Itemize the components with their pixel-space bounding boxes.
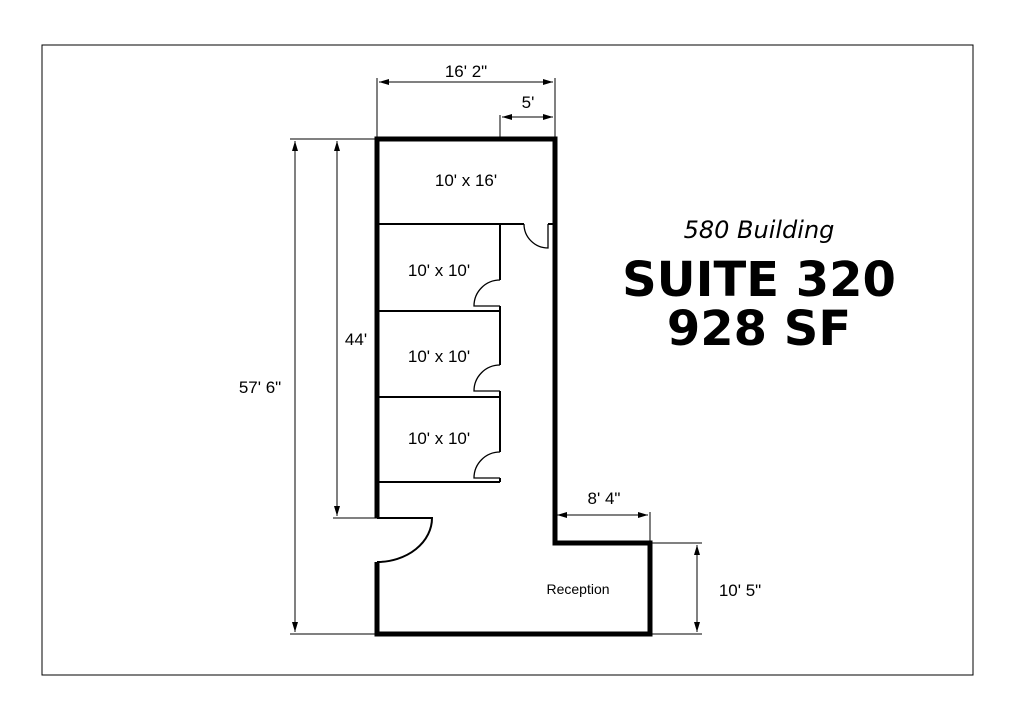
interior-walls — [377, 223, 555, 483]
dim-top-offset: 5' — [522, 93, 535, 112]
exterior-walls — [374, 136, 653, 637]
building-name: 580 Building — [684, 216, 835, 244]
dim-reception-height: 10' 5" — [719, 581, 761, 600]
dim-total-height: 57' 6" — [239, 378, 281, 397]
page-frame — [41, 44, 974, 676]
doors — [376, 223, 549, 563]
dim-reception-step: 8' 4" — [588, 489, 621, 508]
suite-number: SUITE 320 — [622, 252, 896, 308]
door-office-3 — [473, 364, 501, 392]
room-label: 10' x 10' — [408, 347, 470, 366]
room-label: 10' x 10' — [408, 429, 470, 448]
door-office-2 — [473, 279, 501, 307]
suite-area: 928 SF — [667, 301, 851, 357]
door-office-1 — [523, 223, 549, 249]
dim-top-width: 16' 2" — [445, 62, 487, 81]
room-label: 10' x 10' — [408, 261, 470, 280]
room-label: Reception — [546, 581, 609, 597]
entry-door — [376, 517, 434, 563]
room-label: 10' x 16' — [435, 171, 497, 190]
dim-office-height: 44' — [345, 330, 367, 349]
door-office-4 — [473, 451, 501, 479]
dimension-lines — [290, 78, 702, 635]
